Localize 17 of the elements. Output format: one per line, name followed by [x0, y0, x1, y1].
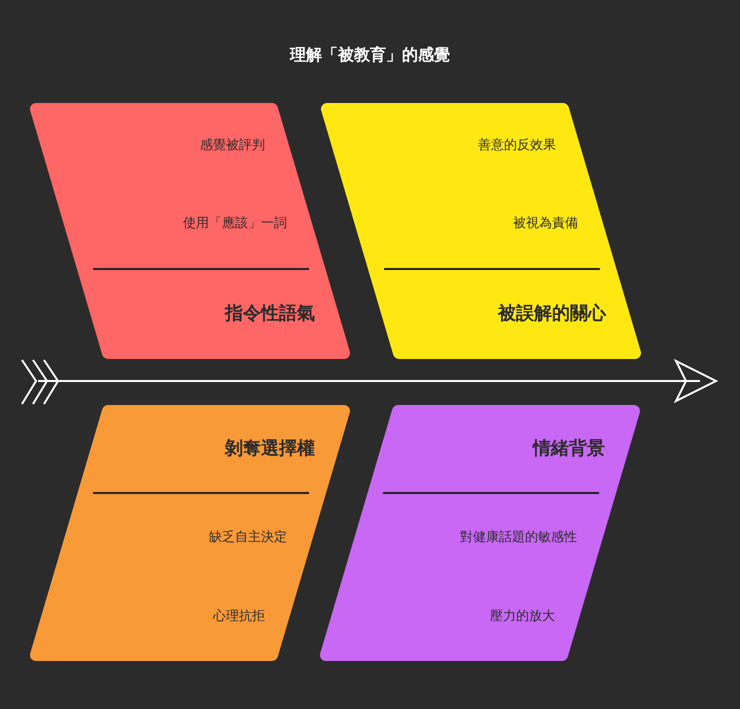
cause-text: 被視為責備 [513, 215, 578, 233]
category-heading: 剝奪選擇權 [225, 437, 315, 461]
cause-text: 感覺被評判 [200, 137, 265, 155]
category-heading: 情緒背景 [533, 437, 605, 461]
category-heading: 被誤解的關心 [498, 302, 606, 326]
parallelogram-card [321, 103, 641, 359]
parallelogram-card [30, 405, 350, 661]
diagram-title: 理解「被教育」的感覺 [288, 45, 451, 66]
parallelogram-card [320, 405, 640, 661]
cause-text: 心理抗拒 [213, 608, 265, 626]
parallelogram-card [30, 103, 350, 359]
cause-text: 善意的反效果 [478, 137, 556, 155]
cause-text: 對健康話題的敏感性 [460, 529, 577, 547]
cause-text: 使用「應該」一詞 [183, 215, 287, 233]
category-heading: 指令性語氣 [225, 302, 315, 326]
cause-text: 壓力的放大 [490, 608, 555, 626]
cause-text: 缺乏自主決定 [209, 529, 287, 547]
